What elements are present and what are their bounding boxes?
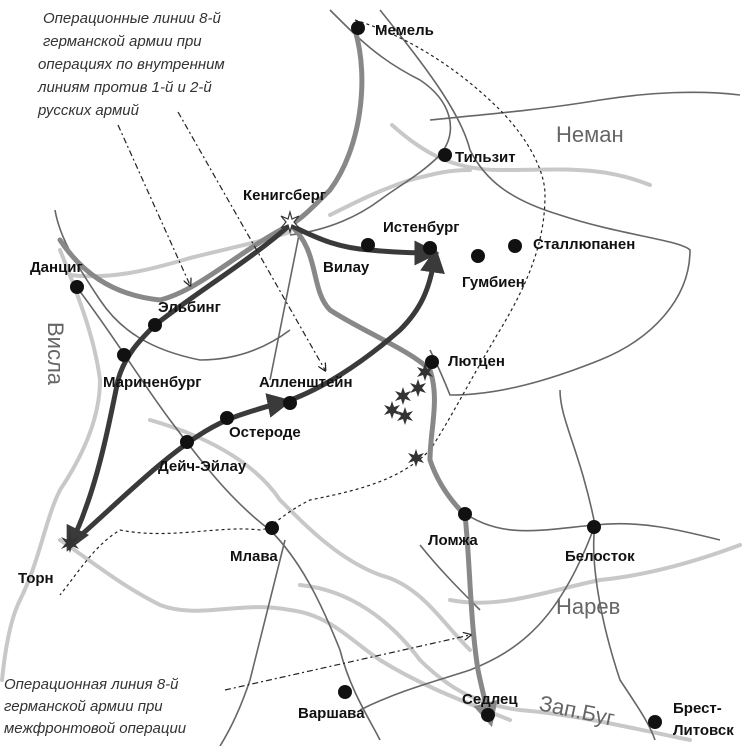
gray-operation-lines — [57, 27, 498, 728]
city-dot-allenstein — [283, 396, 297, 410]
vistula-bend — [58, 538, 512, 722]
line-thorn-allenstein — [67, 393, 293, 548]
city-dot-sedlec — [481, 708, 495, 722]
city-label-warsaw: Варшава — [298, 705, 365, 722]
city-dot-mlava — [265, 521, 279, 535]
river-label-bug: Зап.Буг — [537, 690, 617, 730]
city-dot-danzig — [70, 280, 84, 294]
note-top-line: германской армии при — [43, 33, 202, 50]
city-label-elbing: Эльбинг — [158, 299, 221, 316]
note-bottom: Операционная линия 8-й германской армии … — [4, 676, 187, 737]
note-top: Операционные линии 8-й германской армии … — [37, 10, 225, 119]
city-label-allenstein: Алленштейн — [259, 374, 353, 391]
city-label-istenburg: Истенбург — [383, 219, 460, 236]
city-dot-bialystok — [587, 520, 601, 534]
city-dot-deutsch-eylau — [180, 435, 194, 449]
river-south — [448, 543, 742, 605]
rail-3 — [592, 524, 656, 741]
city-label-gumbinen: Гумбиен — [462, 274, 525, 291]
note-arrow-1 — [117, 124, 190, 285]
city-label-thorn: Торн — [18, 570, 54, 587]
rail-1 — [74, 284, 381, 741]
river-label-vistula: Висла — [43, 322, 68, 386]
city-dot-memel — [351, 21, 365, 35]
city-dot-lutzen — [425, 355, 439, 369]
city-label-koenigsberg: Кенигсберг — [243, 187, 326, 204]
city-dots — [70, 21, 662, 729]
city-label-danzig: Данциг — [30, 259, 83, 276]
city-dot-brest — [648, 715, 662, 729]
city-label-lomza: Ломжа — [428, 532, 478, 549]
border-east — [379, 9, 691, 396]
gray-line-danzig — [57, 222, 293, 303]
city-dot-warsaw — [338, 685, 352, 699]
note-top-line: русских армий — [37, 102, 140, 119]
note-top-line: Операционные линии 8-й — [43, 10, 222, 27]
note-top-line: линиям против 1-й и 2-й — [37, 79, 212, 96]
rail-6 — [219, 539, 286, 746]
battle-star-icon — [397, 407, 413, 425]
city-dot-gumbinen — [471, 249, 485, 263]
rivers — [0, 123, 742, 742]
river-label-neman: Неман — [556, 122, 624, 147]
city-label-lutzen: Лютцен — [448, 353, 505, 370]
battle-star-icon — [417, 363, 433, 381]
city-label-sedlec: Седлец — [462, 691, 518, 708]
note-top-line: операциях по внутренним — [38, 56, 225, 73]
note-bottom-line: межфронтовой операции — [4, 720, 187, 737]
battle-star-icon — [408, 449, 424, 467]
battle-star-icon — [384, 401, 400, 419]
gray-line-south — [287, 222, 498, 728]
battle-markers — [61, 209, 433, 553]
neman-river — [390, 123, 652, 187]
city-dot-stallupanen — [508, 239, 522, 253]
note-bottom-line: германской армии при — [4, 698, 163, 715]
city-dot-marienburg — [117, 348, 131, 362]
city-label-memel: Мемель — [375, 22, 434, 39]
city-dot-istenburg — [423, 241, 437, 255]
city-dot-vilau — [361, 238, 375, 252]
city-label-vilau: Вилау — [323, 259, 370, 276]
line-allenstein-istenburg — [282, 247, 445, 405]
city-dot-elbing — [148, 318, 162, 332]
annotation-arrows — [117, 111, 470, 691]
battle-star-icon — [410, 379, 426, 397]
rail-2 — [429, 91, 741, 121]
city-label-bialystok: Белосток — [565, 548, 635, 565]
vistula-river — [0, 248, 103, 682]
battle-star-icon — [395, 387, 411, 405]
city-label-brest-line1: Брест- — [673, 700, 722, 717]
city-label-brest-line2: Литовск — [673, 722, 734, 739]
rail-7 — [269, 229, 301, 381]
river-label-narew: Нарев — [556, 594, 620, 619]
city-label-marienburg: Мариненбург — [103, 374, 202, 391]
city-dot-lomza — [458, 507, 472, 521]
narew-river — [148, 418, 472, 652]
neman-river-lower — [328, 168, 472, 217]
battle-star-icon — [61, 533, 79, 553]
rail-9 — [559, 389, 596, 526]
city-label-tilsit: Тильзит — [455, 149, 516, 166]
city-label-osterode: Остероде — [229, 424, 301, 441]
bug-river — [298, 583, 692, 742]
city-label-stallupanen: Сталлюпанен — [533, 236, 635, 253]
city-dot-osterode — [220, 411, 234, 425]
frontier-dotted — [59, 19, 546, 596]
note-bottom-line: Операционная линия 8-й — [4, 676, 179, 693]
gray-line-memel — [287, 27, 365, 228]
city-label-deutsch-eylau: Дейч-Эйлау — [158, 458, 247, 475]
city-label-mlava: Млава — [230, 548, 278, 565]
rail-8 — [419, 544, 481, 611]
battle-star-icon — [280, 209, 300, 235]
note-arrow-2 — [177, 111, 325, 370]
line-koenigsberg-marienburg-thorn — [66, 222, 293, 552]
city-dot-tilsit — [438, 148, 452, 162]
